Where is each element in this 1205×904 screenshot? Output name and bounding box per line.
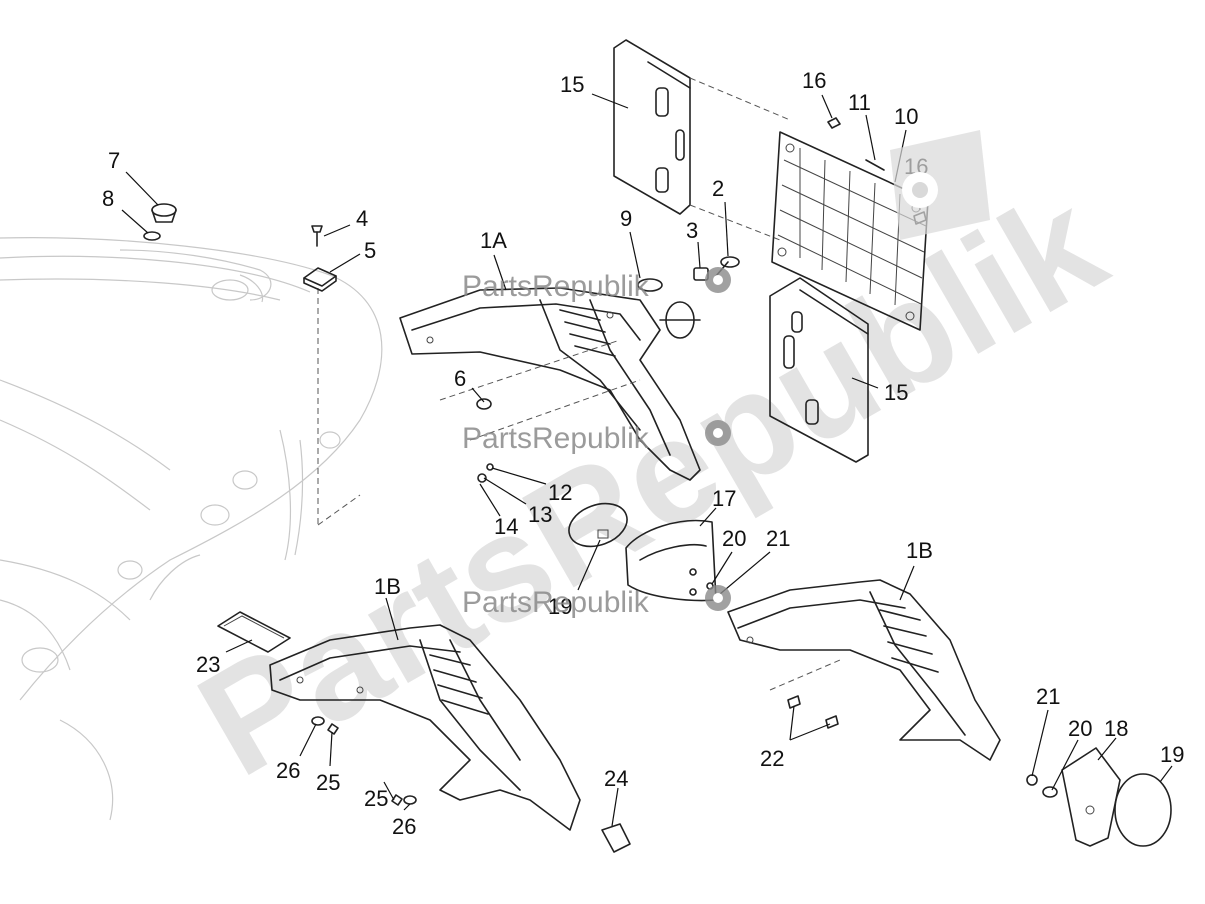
callout-21-mid: 21: [766, 526, 790, 551]
gear-icon: [705, 585, 731, 611]
part-10-plate-frame: [771, 131, 929, 331]
callout-19-mid: 19: [548, 594, 572, 619]
part-18-reflector-mount: [1061, 747, 1121, 847]
watermark-large: PartsRepublik: [172, 158, 1130, 808]
watermark-small-text-1: PartsRepublik: [462, 270, 650, 303]
part-1A-bracket: [399, 287, 701, 481]
gear-icon: [902, 172, 938, 208]
scooter-body-outline: [0, 237, 383, 821]
callout-10: 10: [894, 104, 918, 129]
part-11-pin: [865, 159, 885, 171]
gear-icon: [705, 420, 731, 446]
watermark-small-3: PartsRepublik: [462, 585, 731, 619]
part-22-screws: [787, 695, 839, 729]
callout-15-lower: 15: [884, 380, 908, 405]
callout-3: 3: [686, 218, 698, 243]
callout-21-right: 21: [1036, 684, 1060, 709]
callout-8: 8: [102, 186, 114, 211]
callout-11: 11: [848, 90, 871, 115]
part-5-clip: [303, 267, 337, 292]
callout-4: 4: [356, 206, 368, 231]
callout-7: 7: [108, 148, 120, 173]
part-23-pad: [217, 611, 291, 653]
watermark-small-text-3: PartsRepublik: [462, 586, 650, 619]
callout-2: 2: [712, 176, 724, 201]
part-1B-left-bracket: [269, 624, 581, 831]
callout-17: 17: [712, 486, 736, 511]
callout-20-right: 20: [1068, 716, 1092, 741]
callout-18: 18: [1104, 716, 1128, 741]
part-9-washer: [637, 278, 663, 292]
watermark-logo-corner: [890, 130, 990, 240]
callout-14: 14: [494, 514, 518, 539]
watermark-small-1: PartsRepublik: [462, 267, 731, 303]
callout-1B-left: 1B: [374, 574, 401, 599]
callout-9: 9: [620, 206, 632, 231]
part-4-screw: [311, 225, 323, 247]
part-16-screw-upper: [827, 117, 841, 129]
callout-16-top: 16: [802, 68, 826, 93]
part-20-21-right-fasteners: [1026, 774, 1058, 798]
part-8-washer: [143, 231, 161, 241]
callout-26-left: 26: [276, 758, 300, 783]
callout-6: 6: [454, 366, 466, 391]
gear-icon: [705, 267, 731, 293]
part-15-lower-plate: [769, 277, 869, 463]
callout-1A: 1A: [480, 228, 507, 253]
callout-12: 12: [548, 480, 572, 505]
callout-1B-right: 1B: [906, 538, 933, 563]
part-19-lens-left: [568, 502, 628, 548]
part-13-nut: [477, 473, 487, 483]
part-12-washer: [486, 463, 494, 471]
part-6-nut: [476, 398, 492, 410]
callout-22: 22: [760, 746, 784, 771]
callout-labels: 15 16 11 10 16 7 8 4 5 1A 9 3 2 6 15 12 …: [102, 68, 1184, 839]
callout-23: 23: [196, 652, 220, 677]
callout-26-center: 26: [392, 814, 416, 839]
part-19-lens-right: [1114, 773, 1172, 847]
callout-24: 24: [604, 766, 628, 791]
watermark-small-2: PartsRepublik: [462, 420, 731, 455]
callout-13: 13: [528, 502, 552, 527]
callout-19-right: 19: [1160, 742, 1184, 767]
part-1B-right-bracket: [727, 579, 1001, 761]
watermark-large-text: PartsRepublik: [172, 158, 1130, 808]
part-15-upper-plate: [613, 39, 691, 215]
part-7-bolt: [151, 203, 177, 223]
callout-25-left: 25: [316, 770, 340, 795]
callout-5: 5: [364, 238, 376, 263]
callout-15-upper: 15: [560, 72, 584, 97]
watermark-small-text-2: PartsRepublik: [462, 422, 650, 455]
callout-25-center: 25: [364, 786, 388, 811]
part-24-clip: [601, 823, 631, 853]
callout-20-mid: 20: [722, 526, 746, 551]
